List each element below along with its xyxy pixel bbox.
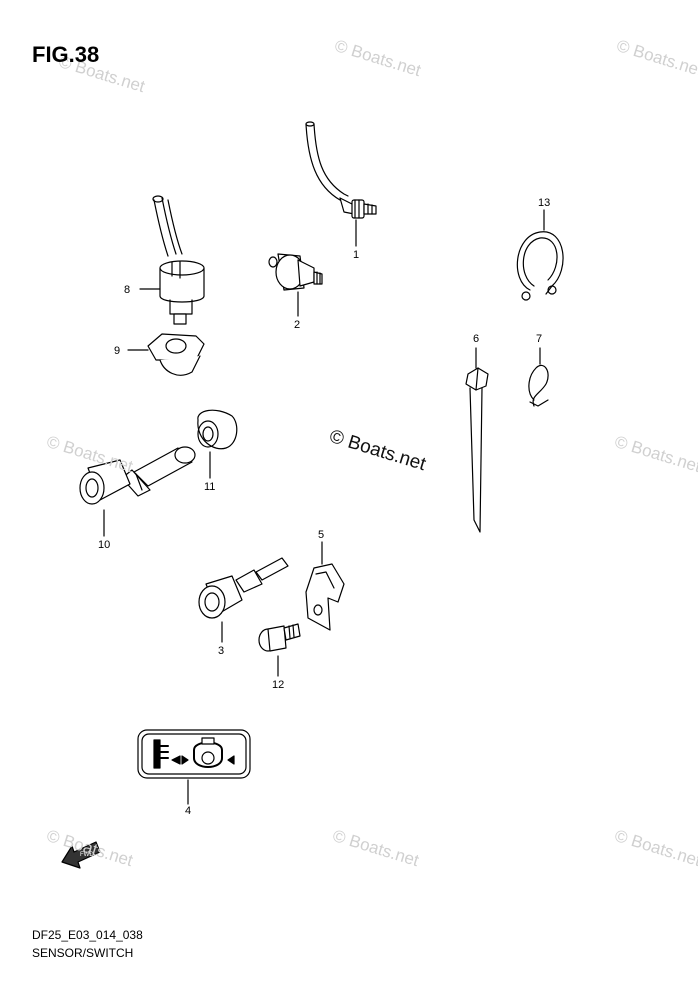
callout-13: 13 [538,197,550,209]
part-4-decal [137,729,251,805]
fwd-arrow: FWD [61,841,101,869]
callout-7: 7 [536,333,542,345]
callout-8: 8 [124,284,130,296]
part-1-sensor [305,121,377,247]
callout-9: 9 [114,345,120,357]
part-9-bracket [127,333,205,376]
fwd-label: FWD [80,852,94,858]
part-12-bolt [258,623,301,677]
callout-labels: 1 2 3 4 5 6 7 8 9 10 11 12 13 [98,197,550,817]
diagram-name: SENSOR/SWITCH [32,946,134,960]
part-5-bracket [305,541,345,631]
part-10-sensor [79,446,196,537]
part-13-clip [516,209,564,301]
callout-1: 1 [353,249,359,261]
diagram-code: DF25_E03_014_038 [32,928,143,942]
callout-11: 11 [204,481,215,493]
callout-2: 2 [294,319,300,331]
callout-6: 6 [473,333,479,345]
figure-title: FIG.38 [32,42,100,67]
callout-3: 3 [218,645,224,657]
part-8-sender [139,195,205,325]
callout-5: 5 [318,529,324,541]
part-2-switch [268,253,323,317]
part-11-grommet [197,409,238,479]
part-3-sensor [198,557,289,643]
callout-12: 12 [272,679,284,691]
part-6-cable-tie [465,347,489,533]
part-7-wire-clip [528,347,549,407]
callout-4: 4 [185,805,191,817]
callout-10: 10 [98,539,110,551]
